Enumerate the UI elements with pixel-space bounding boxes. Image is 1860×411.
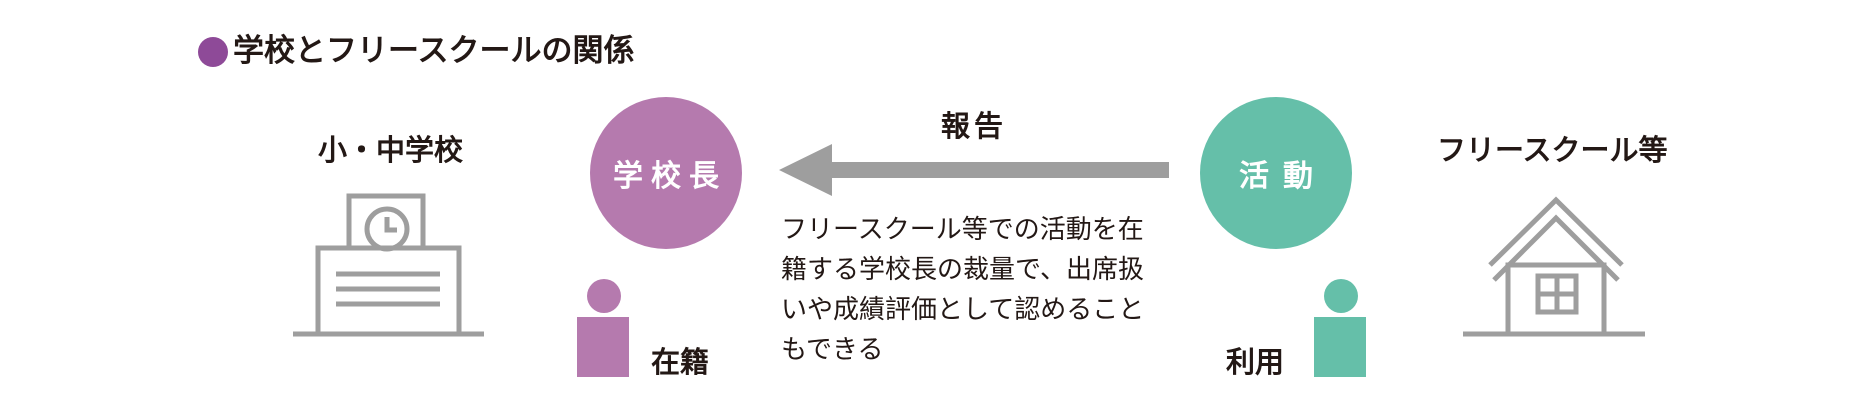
freeschool-label: フリースクール等 <box>1437 133 1668 167</box>
report-arrow-icon <box>779 144 1169 196</box>
school-building-icon <box>293 193 484 337</box>
school-label: 小・中学校 <box>318 133 464 167</box>
description-text: フリースクール等での活動を在 籍する学校長の裁量で、出席扱 いや成績評価として認… <box>781 210 1181 370</box>
activity-circle: 活動 <box>1200 97 1352 249</box>
report-label: 報告 <box>941 109 1008 143</box>
use-label: 利用 <box>1226 345 1285 379</box>
description-line: いや成績評価として認めること <box>781 295 1145 325</box>
principal-person-icon <box>577 279 629 377</box>
description-line: フリースクール等での活動を在 <box>781 215 1144 245</box>
description-line: もできる <box>781 335 884 365</box>
principal-circle: 学校長 <box>590 97 742 249</box>
activity-label: 活動 <box>1239 159 1327 194</box>
principal-label: 学校長 <box>613 159 727 194</box>
user-person-icon <box>1314 279 1366 377</box>
enrolled-label: 在籍 <box>651 345 710 379</box>
title-bullet-icon <box>198 37 228 67</box>
description-line: 籍する学校長の裁量で、出席扱 <box>781 255 1144 285</box>
diagram-title: 学校とフリースクールの関係 <box>233 33 635 69</box>
house-icon <box>1463 196 1645 337</box>
